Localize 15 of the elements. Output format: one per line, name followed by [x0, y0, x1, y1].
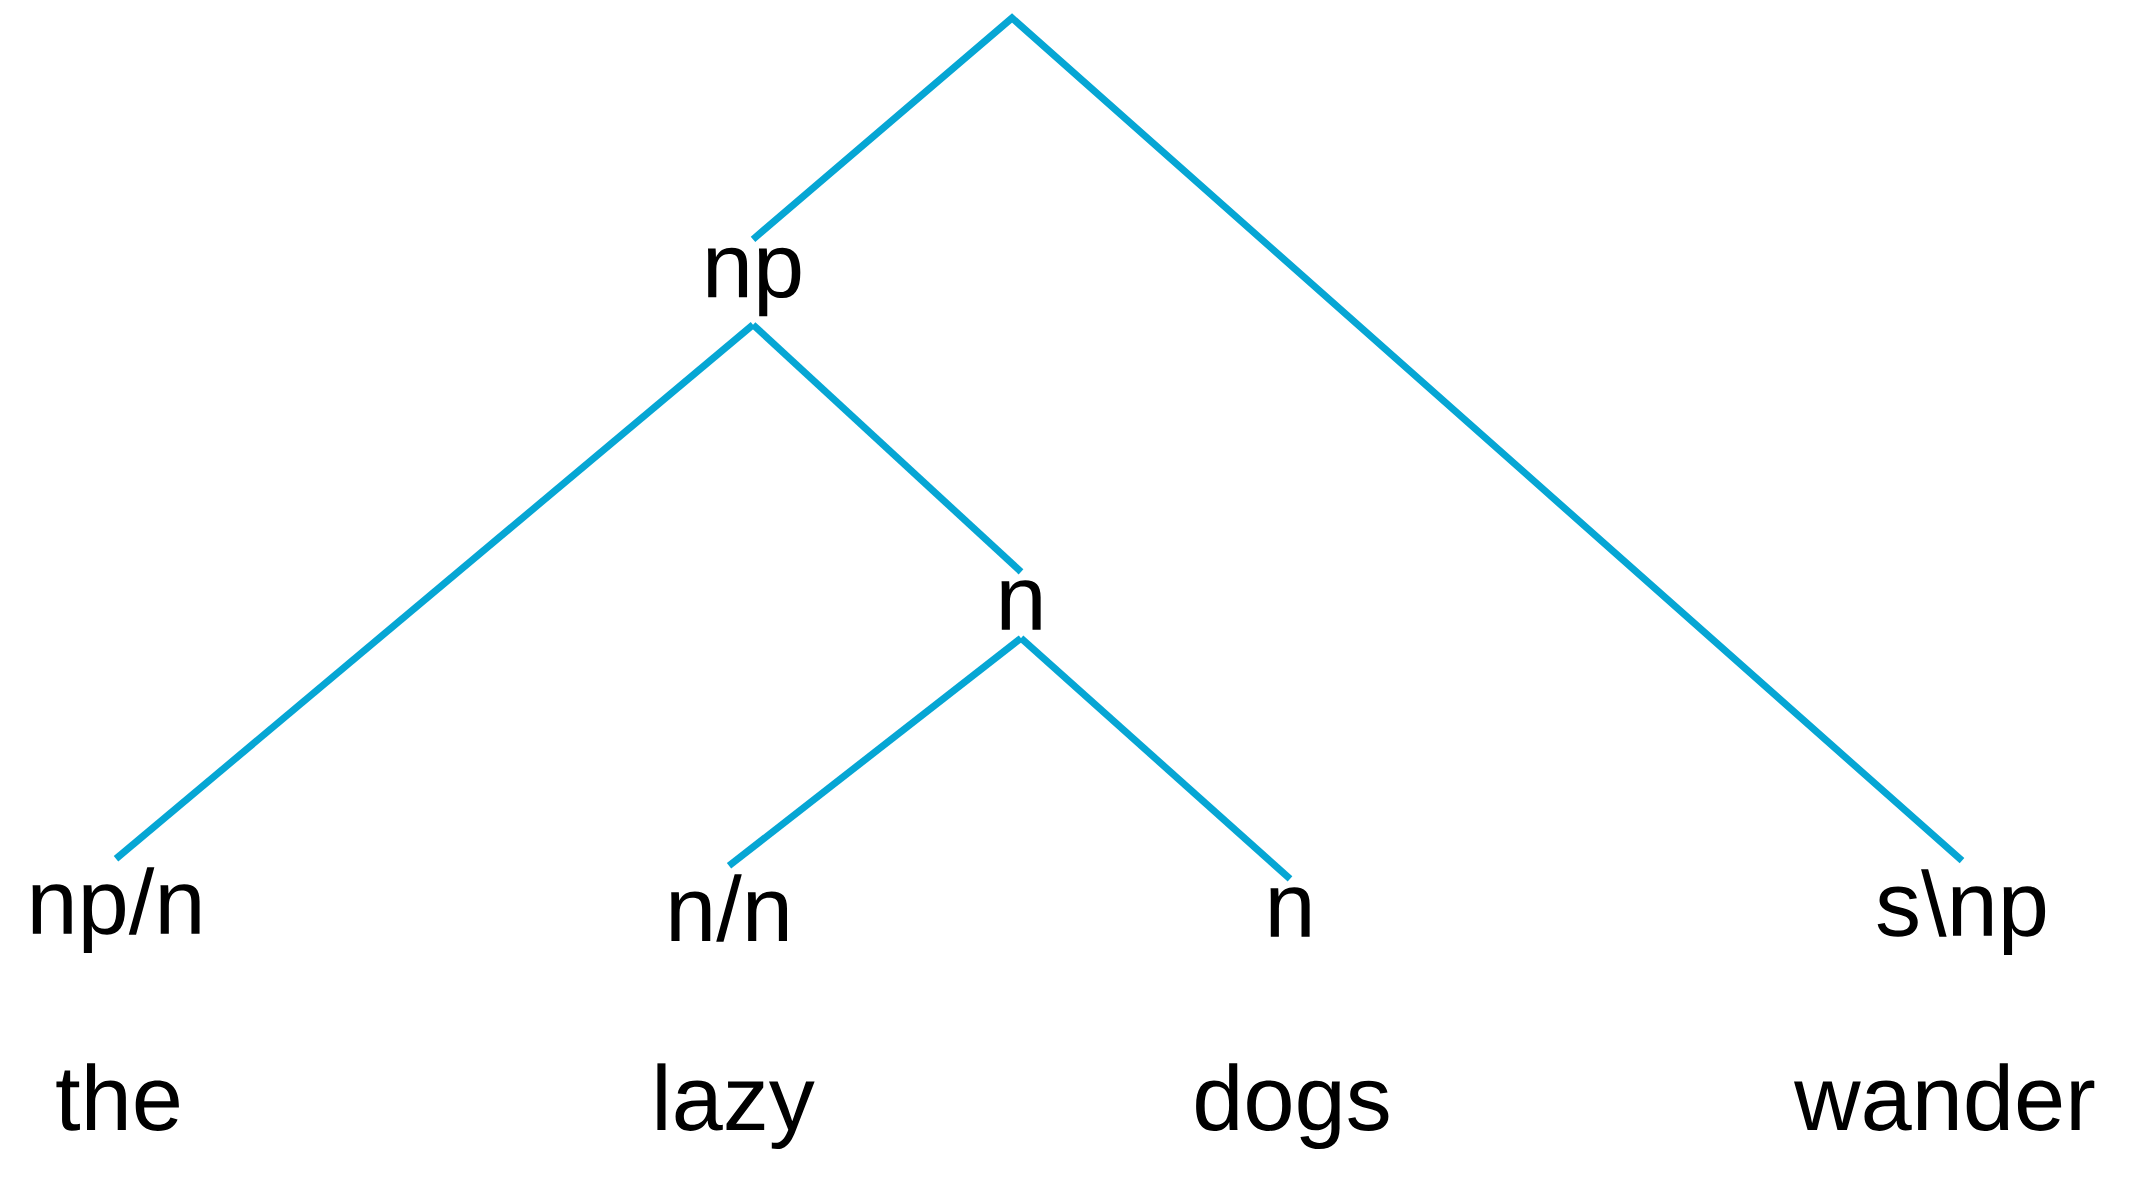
category-label: n/n: [671, 874, 787, 942]
word-label: the: [56, 1063, 179, 1131]
word-label: dogs: [1196, 1063, 1389, 1150]
tree-branch: [750, 322, 1024, 575]
tree-branch: [750, 13, 1965, 864]
category-label: n: [1001, 580, 1041, 630]
tree-branch: [113, 322, 756, 862]
word-label: wander: [1794, 1063, 2095, 1131]
tree-branch: [1018, 635, 1293, 882]
category-label: n: [1270, 887, 1310, 937]
category-label: np: [707, 247, 801, 317]
tree-branch: [726, 635, 1024, 869]
category-label: s\np: [1877, 869, 2046, 955]
word-label: lazy: [657, 1063, 815, 1150]
category-label: np/n: [32, 867, 200, 953]
